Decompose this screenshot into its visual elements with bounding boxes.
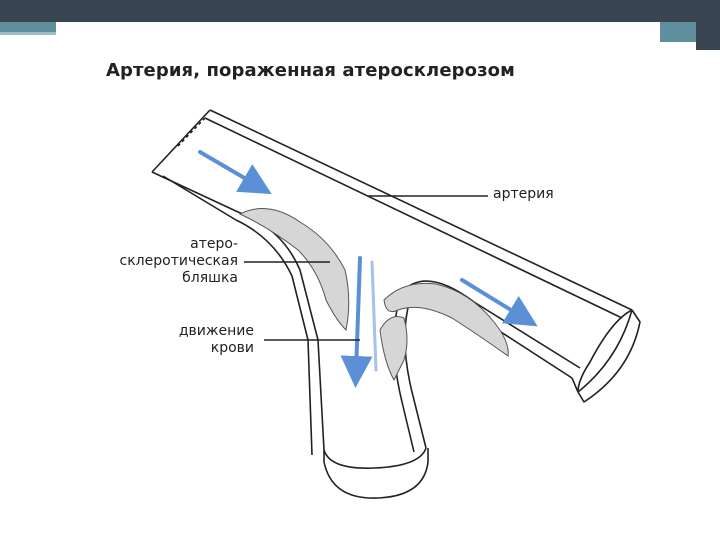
flow-arrow-inlet [200, 152, 258, 186]
flow-arrow-branch-left [356, 258, 360, 372]
label-flow-line1: движение [150, 323, 254, 340]
label-artery: артерия [493, 186, 554, 203]
label-artery-text: артерия [493, 186, 554, 202]
label-blood-flow: движение крови [150, 323, 254, 357]
label-plaque-line1: атеро- [104, 236, 238, 253]
label-flow-line2: крови [150, 340, 254, 357]
plaque-left [240, 209, 349, 330]
label-plaque: атеро- склеротическая бляшка [104, 236, 238, 287]
label-plaque-line2: склеротическая [104, 253, 238, 270]
label-plaque-line3: бляшка [104, 270, 238, 287]
plaque-lower [380, 317, 407, 381]
